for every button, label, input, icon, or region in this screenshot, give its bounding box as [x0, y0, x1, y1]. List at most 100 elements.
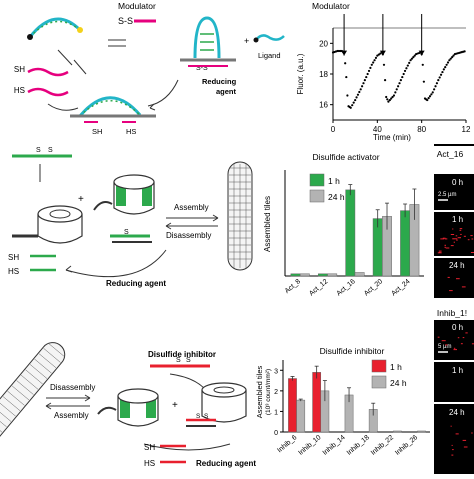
fluorescent-tile-signal — [452, 228, 454, 230]
fluor-data-point — [463, 50, 466, 53]
reducing-agent-label-b: Reducing agent — [106, 279, 166, 288]
fluor-data-point — [394, 91, 397, 94]
fluor-data-point — [362, 82, 365, 85]
fluorescent-tile-signal — [449, 290, 453, 292]
fluorescent-tile-signal — [452, 449, 454, 451]
fluor-data-point — [398, 82, 401, 85]
fluorescent-tile-signal — [444, 238, 448, 240]
inh-xtick-label: Inhib_10 — [297, 434, 322, 457]
assembly-arrow-head-b — [212, 214, 219, 222]
fluor-data-point — [451, 56, 454, 59]
fluorescent-tile-signal — [437, 336, 440, 338]
plus-b: + — [78, 194, 84, 205]
inh-xtick-label: Inhib_14 — [322, 434, 347, 457]
fluor-data-point — [426, 98, 429, 102]
inh-ylabel: Assembled tiles — [255, 365, 264, 418]
inhibitor-bar-chart: Disulfide inhibitor Assembled tiles (10³… — [255, 346, 430, 457]
fluor-ytick-label: 18 — [319, 70, 328, 79]
fluor-data-point — [372, 61, 375, 64]
activator-bar-chart: Disulfide activator Assembled tiles 1 h2… — [263, 152, 424, 298]
fluorescent-tile-signal — [471, 432, 473, 434]
inh-legend-label: 24 h — [390, 378, 407, 388]
fluor-data-point — [413, 54, 416, 57]
micro-bottom-1h — [434, 362, 474, 402]
micro-bottom-24h — [434, 404, 474, 474]
act-legend-swatch — [309, 189, 325, 203]
fluorescent-tile-signal — [453, 347, 456, 349]
act-xtick-label: Act_20 — [363, 278, 384, 297]
inh-ytick-label: 0 — [274, 430, 278, 437]
modulator-label-a: Modulator — [118, 1, 156, 11]
fluorescent-tile-signal — [453, 349, 457, 351]
micro-bottom-title: Inhib_1! — [437, 308, 467, 318]
fluor-data-point — [442, 68, 445, 71]
s-label-c1: S — [176, 357, 181, 364]
assembly-label-c: Assembly — [54, 411, 89, 420]
inh-legend-swatch — [371, 359, 387, 373]
fluor-data-point — [346, 94, 349, 97]
fluorescent-tile-signal — [459, 229, 462, 231]
hs-label-a: HS — [14, 86, 25, 95]
act-bar-1h — [290, 273, 301, 277]
fluorescent-tile-signal — [457, 337, 460, 339]
fluor-data-point — [405, 67, 408, 70]
micro-top-24h-signal — [447, 276, 466, 292]
quencher-dot — [27, 34, 33, 40]
fluor-data-point — [354, 98, 357, 102]
ligand-quencher — [253, 37, 259, 43]
fluor-data-point — [397, 85, 400, 88]
hairpin-strand — [193, 16, 221, 59]
micro-bottom-0h-label: 0 h — [452, 323, 463, 332]
fluor-data-point — [395, 88, 398, 91]
ligand-strand — [255, 34, 285, 41]
act-bar-1h — [317, 273, 328, 277]
s-label-b2: S — [48, 147, 53, 154]
fluor-points — [331, 49, 466, 109]
modulator-arrow-head — [418, 50, 425, 56]
act-bar-24h — [299, 273, 310, 277]
fluor-modulator-arrows — [341, 14, 425, 56]
act-ylabel: Assembled tiles — [263, 196, 272, 252]
fluorescent-tile-signal — [451, 454, 454, 456]
inh-xtick-label: Inhib_6 — [276, 434, 298, 454]
fluor-data-point — [403, 69, 407, 73]
fluor-data-point — [387, 100, 390, 103]
fluorescent-tile-signal — [438, 250, 442, 252]
act-legend-label: 24 h — [328, 192, 345, 202]
inh-bar-24h — [417, 430, 426, 433]
fluorescent-tile-signal — [467, 239, 470, 241]
fluorescent-tile-signal — [438, 251, 441, 253]
micro-top-24h — [434, 258, 474, 298]
ligand-label: Ligand — [258, 51, 281, 60]
fluor-data-point — [355, 96, 358, 99]
fluor-data-point — [352, 101, 355, 104]
fluor-data-point — [386, 98, 389, 101]
sh-label-a2: SH — [92, 127, 102, 136]
tile-cylinder-b — [37, 205, 83, 244]
fluor-data-point — [437, 79, 440, 82]
inh-bar-1h — [312, 372, 322, 433]
fluorescent-tile-signal — [461, 286, 466, 288]
micro-top-1h-signal — [437, 228, 474, 254]
fluor-data-point — [444, 66, 447, 69]
fluor-data-point — [402, 72, 405, 76]
fluorescent-tile-signal — [451, 444, 453, 446]
disassembly-label-b: Disassembly — [166, 231, 211, 240]
fluorescent-tile-signal — [450, 425, 452, 427]
fluor-data-point — [439, 73, 443, 76]
modulator-arrow-head — [341, 50, 348, 56]
bottom-arc-pairs — [79, 100, 141, 117]
act-xtick-label: Act_8 — [284, 278, 302, 295]
inh-title: Disulfide inhibitor — [320, 346, 385, 356]
s-label-c2: S — [186, 357, 191, 364]
tile-linker-c — [97, 406, 117, 415]
ss-label-a: S-S — [118, 16, 133, 26]
inh-ytick-label: 2 — [274, 389, 278, 396]
panel-a-schematic: SH HS Modulator S-S S-S + Ligand Reducin… — [14, 1, 285, 136]
fluor-data-point — [358, 90, 361, 94]
ss-label-a2: S-S — [196, 65, 208, 72]
inh-legend-swatch — [371, 375, 387, 389]
reducing-loop-head-b — [65, 265, 73, 273]
